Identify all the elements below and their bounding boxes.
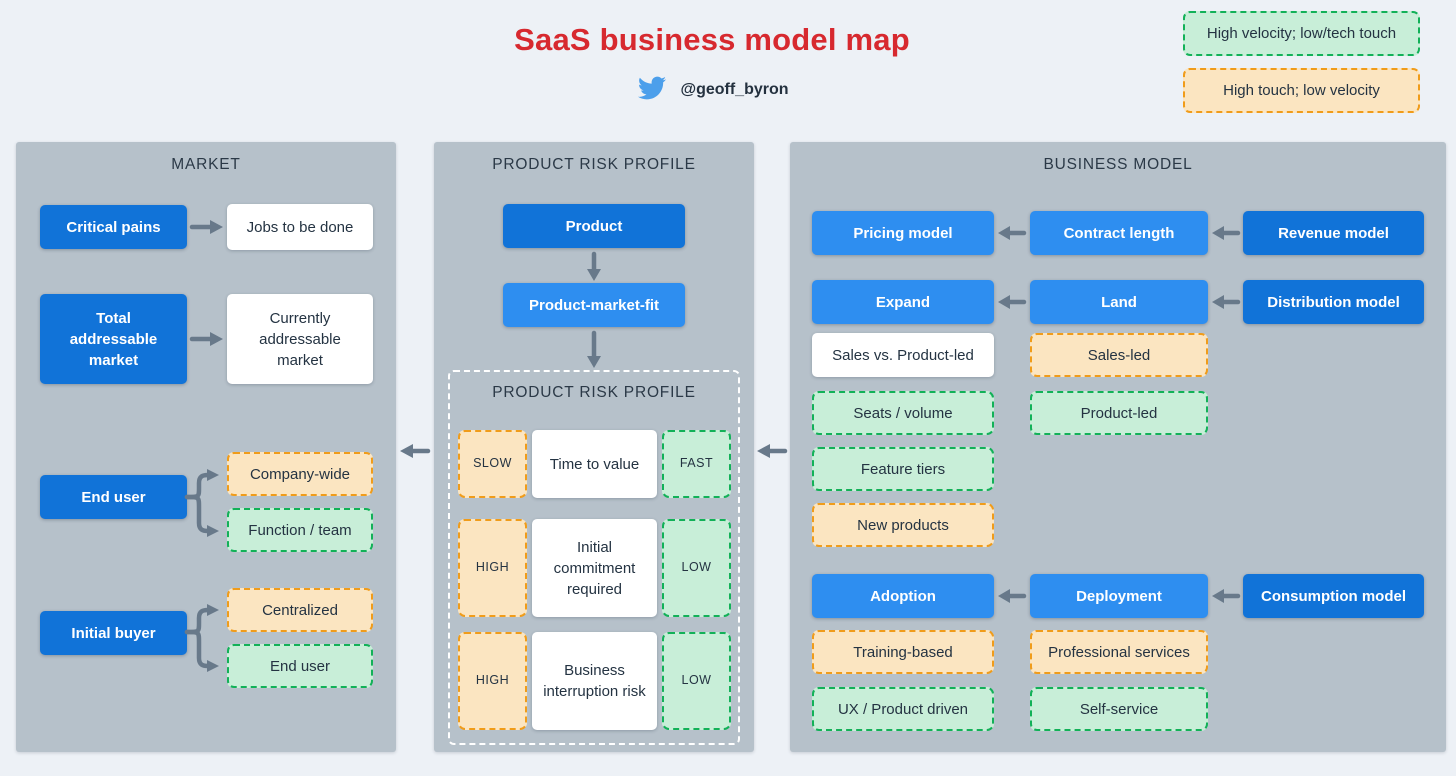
training-based-node: Training-based xyxy=(812,630,994,674)
land-node: Land xyxy=(1030,280,1208,324)
pricing-model-node: Pricing model xyxy=(812,211,994,255)
risk-high-end: LOW xyxy=(662,519,731,617)
end-user-node: End user xyxy=(40,475,187,519)
arrow-left-icon xyxy=(1212,295,1241,309)
feature-tiers-node: Feature tiers xyxy=(812,447,994,491)
end-user-option-node: End user xyxy=(227,644,373,688)
arrow-left-icon xyxy=(757,444,788,458)
risk-high-end: FAST xyxy=(662,430,731,498)
arrow-left-icon xyxy=(998,589,1027,603)
arrow-right-icon xyxy=(189,220,223,234)
product-node: Product xyxy=(503,204,685,248)
arrow-left-icon xyxy=(1212,226,1241,240)
revenue-model-node: Revenue model xyxy=(1243,211,1424,255)
legend-high-velocity: High velocity; low/tech touch xyxy=(1183,11,1420,56)
twitter-icon xyxy=(635,74,669,107)
arrow-left-icon xyxy=(998,226,1027,240)
function-team-node: Function / team xyxy=(227,508,373,552)
branch-connector-icon xyxy=(184,469,219,537)
ux-product-driven-node: UX / Product driven xyxy=(812,687,994,731)
contract-length-node: Contract length xyxy=(1030,211,1208,255)
distribution-model-node: Distribution model xyxy=(1243,280,1424,324)
seats-volume-node: Seats / volume xyxy=(812,391,994,435)
risk-metric: Time to value xyxy=(532,430,657,498)
legend-high-touch: High touch; low velocity xyxy=(1183,68,1420,113)
critical-pains-node: Critical pains xyxy=(40,205,187,249)
risk-profile-inner-title: PRODUCT RISK PROFILE xyxy=(492,384,696,401)
centralized-node: Centralized xyxy=(227,588,373,632)
jobs-to-be-done-node: Jobs to be done xyxy=(227,204,373,250)
arrow-right-icon xyxy=(189,332,223,346)
new-products-node: New products xyxy=(812,503,994,547)
initial-buyer-node: Initial buyer xyxy=(40,611,187,655)
sales-led-node: Sales-led xyxy=(1030,333,1208,377)
market-panel: MARKET Critical pains Jobs to be done To… xyxy=(16,142,396,752)
risk-high-end: LOW xyxy=(662,632,731,730)
risk-low-end: HIGH xyxy=(458,519,527,617)
page-title: SaaS business model map xyxy=(514,22,910,57)
product-market-fit-node: Product-market-fit xyxy=(503,283,685,327)
market-panel-title: MARKET xyxy=(171,156,241,173)
byline: @geoff_byron xyxy=(412,72,1012,108)
product-risk-panel: PRODUCT RISK PROFILE Product Product-mar… xyxy=(434,142,754,752)
expand-node: Expand xyxy=(812,280,994,324)
product-led-node: Product-led xyxy=(1030,391,1208,435)
self-service-node: Self-service xyxy=(1030,687,1208,731)
risk-profile-inner-panel xyxy=(448,370,740,745)
arrow-left-icon xyxy=(998,295,1027,309)
risk-metric: Business interruption risk xyxy=(532,632,657,730)
arrow-left-icon xyxy=(400,444,431,458)
professional-services-node: Professional services xyxy=(1030,630,1208,674)
currently-addressable-market-node: Currently addressable market xyxy=(227,294,373,384)
product-risk-panel-title: PRODUCT RISK PROFILE xyxy=(492,156,696,173)
total-addressable-market-node: Total addressable market xyxy=(40,294,187,384)
business-model-panel-title: BUSINESS MODEL xyxy=(1043,156,1193,173)
arrow-down-icon xyxy=(587,330,601,368)
risk-metric: Initial commitment required xyxy=(532,519,657,617)
business-model-panel: BUSINESS MODEL Pricing model Contract le… xyxy=(790,142,1446,752)
branch-connector-icon xyxy=(184,604,219,672)
sales-vs-product-led-node: Sales vs. Product-led xyxy=(812,333,994,377)
company-wide-node: Company-wide xyxy=(227,452,373,496)
risk-low-end: SLOW xyxy=(458,430,527,498)
arrow-down-icon xyxy=(587,251,601,281)
twitter-handle: @geoff_byron xyxy=(680,81,789,98)
consumption-model-node: Consumption model xyxy=(1243,574,1424,618)
deployment-node: Deployment xyxy=(1030,574,1208,618)
adoption-node: Adoption xyxy=(812,574,994,618)
risk-low-end: HIGH xyxy=(458,632,527,730)
arrow-left-icon xyxy=(1212,589,1241,603)
